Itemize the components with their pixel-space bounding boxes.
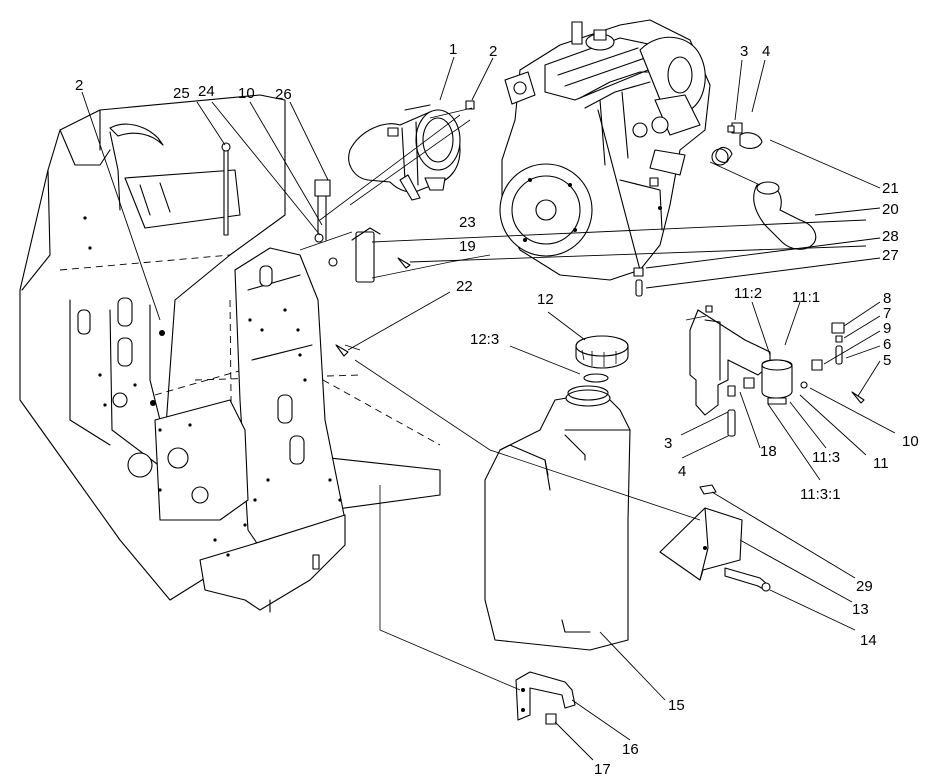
callout-7: 7 <box>883 305 891 322</box>
callout-12: 12 <box>537 291 554 308</box>
callout-1: 1 <box>449 41 457 58</box>
callout-11-3: 11:3 <box>812 449 840 466</box>
fuel-tank <box>484 385 631 651</box>
air-cleaner <box>348 100 475 201</box>
callout-18: 18 <box>760 443 777 460</box>
callout-28: 28 <box>882 228 899 245</box>
callout-10-filter: 10 <box>902 433 919 450</box>
callout-14: 14 <box>860 632 877 649</box>
callout-16: 16 <box>622 741 639 758</box>
filter-bracket <box>685 305 865 437</box>
callout-3-filter: 3 <box>664 435 672 452</box>
callout-4-engine: 4 <box>762 43 770 60</box>
callout-11-2: 11:2 <box>734 285 762 302</box>
callout-29: 29 <box>856 578 873 595</box>
callout-15: 15 <box>668 697 685 714</box>
callout-labels: 1 2 2 3 4 25 24 10 26 21 20 23 19 28 27 … <box>75 41 919 778</box>
callout-25: 25 <box>173 85 190 102</box>
fuel-cap <box>575 335 629 383</box>
callout-13: 13 <box>852 601 869 618</box>
callout-6: 6 <box>883 336 891 353</box>
intake-hose <box>709 122 817 250</box>
frame-assembly <box>19 94 441 613</box>
callout-27: 27 <box>882 247 899 264</box>
callout-19: 19 <box>459 238 476 255</box>
tank-bracket <box>515 671 576 725</box>
callout-22: 22 <box>456 278 473 295</box>
callout-23: 23 <box>459 214 476 231</box>
callout-17: 17 <box>594 761 611 778</box>
callout-4-filter: 4 <box>678 463 686 480</box>
callout-11-1: 11:1 <box>792 289 820 306</box>
callout-8: 8 <box>883 290 891 307</box>
callout-21: 21 <box>882 180 899 197</box>
callout-20: 20 <box>882 201 899 218</box>
callout-24: 24 <box>198 83 215 100</box>
assembly-lines <box>299 107 701 691</box>
callout-5: 5 <box>883 352 891 369</box>
callout-26: 26 <box>275 86 292 103</box>
callout-10-frame: 10 <box>238 85 255 102</box>
leader-lines <box>81 56 896 761</box>
frame-holes <box>83 216 342 557</box>
callout-12-3: 12:3 <box>470 331 499 348</box>
heat-shield <box>659 484 771 592</box>
engine <box>499 19 711 297</box>
callout-11-3-1: 11:3:1 <box>800 486 841 503</box>
callout-2-air-cleaner: 2 <box>489 43 497 60</box>
callout-11: 11 <box>873 455 889 472</box>
callout-9: 9 <box>883 320 891 337</box>
callout-2-frame: 2 <box>75 77 83 94</box>
callout-3-engine: 3 <box>740 43 748 60</box>
